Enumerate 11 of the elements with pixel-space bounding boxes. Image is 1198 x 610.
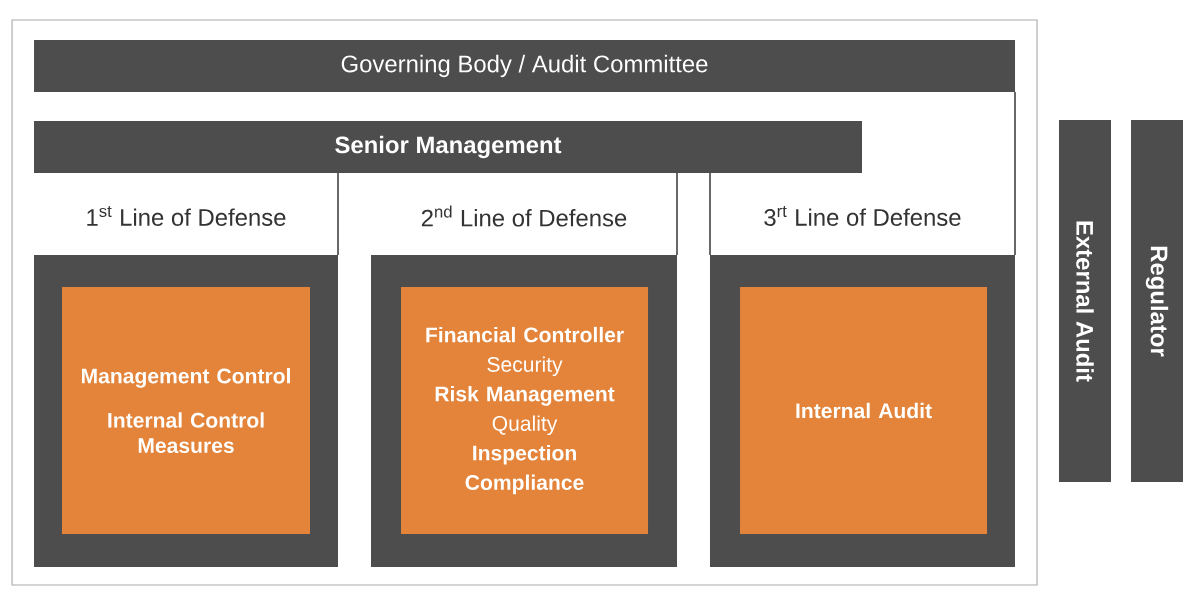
content-box: Financial Controller Security Risk Management Quality Inspection Compliance [401,287,649,534]
title-bar: Senior Management [34,121,862,173]
vertical-bar: External Audit [1059,120,1111,482]
vertical-bar: Regulator [1131,120,1183,482]
outer-frame [11,19,1038,586]
node-label: 3$^{rt}$ Line of Defense [764,206,961,226]
content-box: Internal Audit [740,287,987,534]
content-box: Management Control Internal Control Measures [62,287,310,534]
title-bar: Governing Body / Audit Committee [34,40,1016,92]
node-label: 2$^{nd}$ Line of Defense [421,205,627,227]
node-label: 1$^{st}$ Line of Defense [87,206,286,226]
